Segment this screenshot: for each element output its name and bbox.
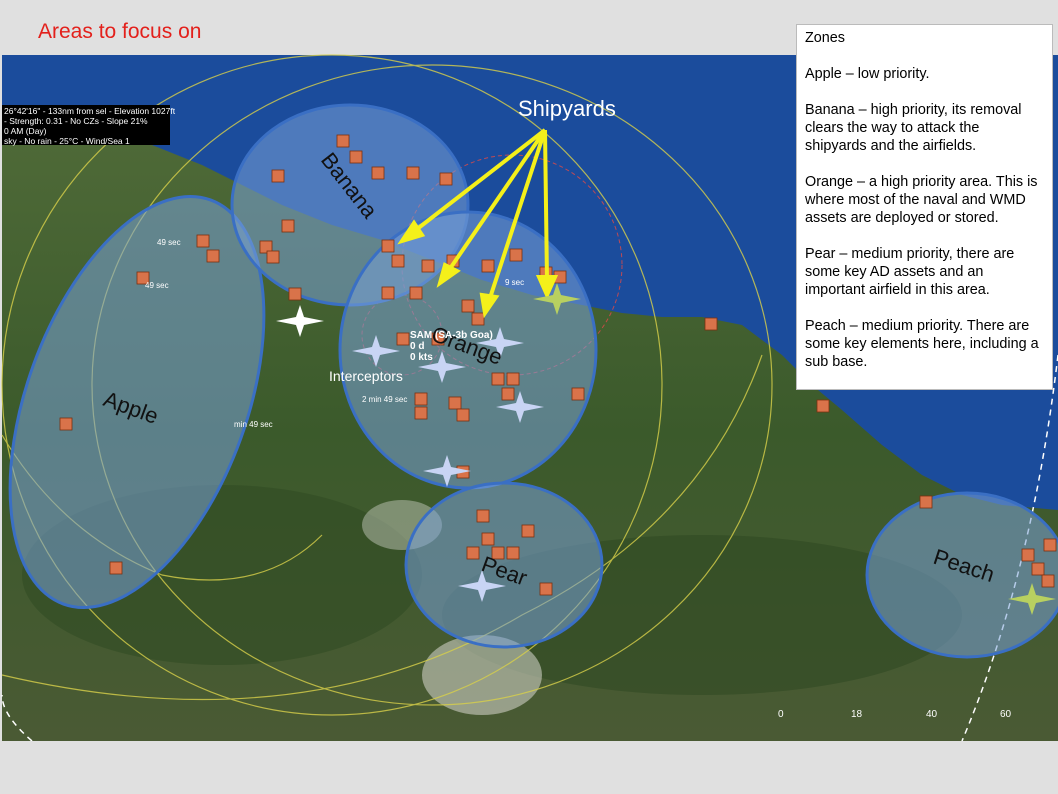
timer-label: min 49 sec bbox=[234, 420, 273, 429]
info-line: - Strength: 0.31 - No CZs - Slope 21% bbox=[4, 116, 148, 126]
unit-markers[interactable] bbox=[59, 134, 1057, 596]
zone-peach[interactable] bbox=[865, 491, 1058, 659]
map-info-box: 26°42'16" - 133nm from sel - Elevation 1… bbox=[2, 105, 176, 146]
timer-label: 9 sec bbox=[505, 278, 524, 287]
sam-label-line2: 0 d bbox=[410, 341, 424, 352]
sam-label-line3: 0 kts bbox=[410, 352, 433, 363]
zone-apple[interactable] bbox=[0, 162, 314, 641]
aircraft-markers[interactable] bbox=[276, 283, 1056, 615]
shipyards-label: Shipyards bbox=[518, 96, 616, 121]
snow-patch bbox=[422, 635, 542, 715]
dashed-boundary bbox=[1, 694, 33, 742]
zone-description-orange: Orange – a high priority area. This is w… bbox=[805, 174, 1038, 226]
zone-description-pear: Pear – medium priority, there are some k… bbox=[805, 246, 1015, 298]
info-line: 0 AM (Day) bbox=[4, 126, 47, 136]
info-line: sky - No rain - 25°C - Wind/Sea 1 bbox=[4, 136, 130, 146]
slide-title: Areas to focus on bbox=[38, 20, 202, 43]
zone-description-peach: Peach – medium priority. There are some … bbox=[805, 318, 1039, 370]
timer-label: 2 min 49 sec bbox=[362, 395, 407, 404]
sam-label: SAM (SA-3b Goa) bbox=[410, 330, 493, 341]
svg-text:0: 0 bbox=[778, 709, 784, 720]
svg-text:18: 18 bbox=[851, 709, 863, 720]
bottom-strip bbox=[2, 741, 1058, 794]
svg-text:40: 40 bbox=[926, 709, 938, 720]
zones-heading: Zones bbox=[805, 30, 845, 46]
shipyard-arrows bbox=[397, 128, 559, 319]
timer-label: 49 sec bbox=[145, 281, 169, 290]
map-scale: 0 18 40 60 bbox=[778, 709, 1012, 720]
zone-description-banana: Banana – high priority, its removal clea… bbox=[805, 102, 1022, 154]
zone-description-apple: Apple – low priority. bbox=[805, 66, 930, 82]
interceptors-label: Interceptors bbox=[329, 368, 403, 384]
timer-label: 49 sec bbox=[157, 238, 181, 247]
zone-pear[interactable] bbox=[404, 481, 604, 649]
zones-panel: Zones Apple – low priority. Banana – hig… bbox=[796, 24, 1053, 390]
info-line: 26°42'16" - 133nm from sel - Elevation 1… bbox=[4, 106, 176, 116]
svg-text:60: 60 bbox=[1000, 709, 1012, 720]
